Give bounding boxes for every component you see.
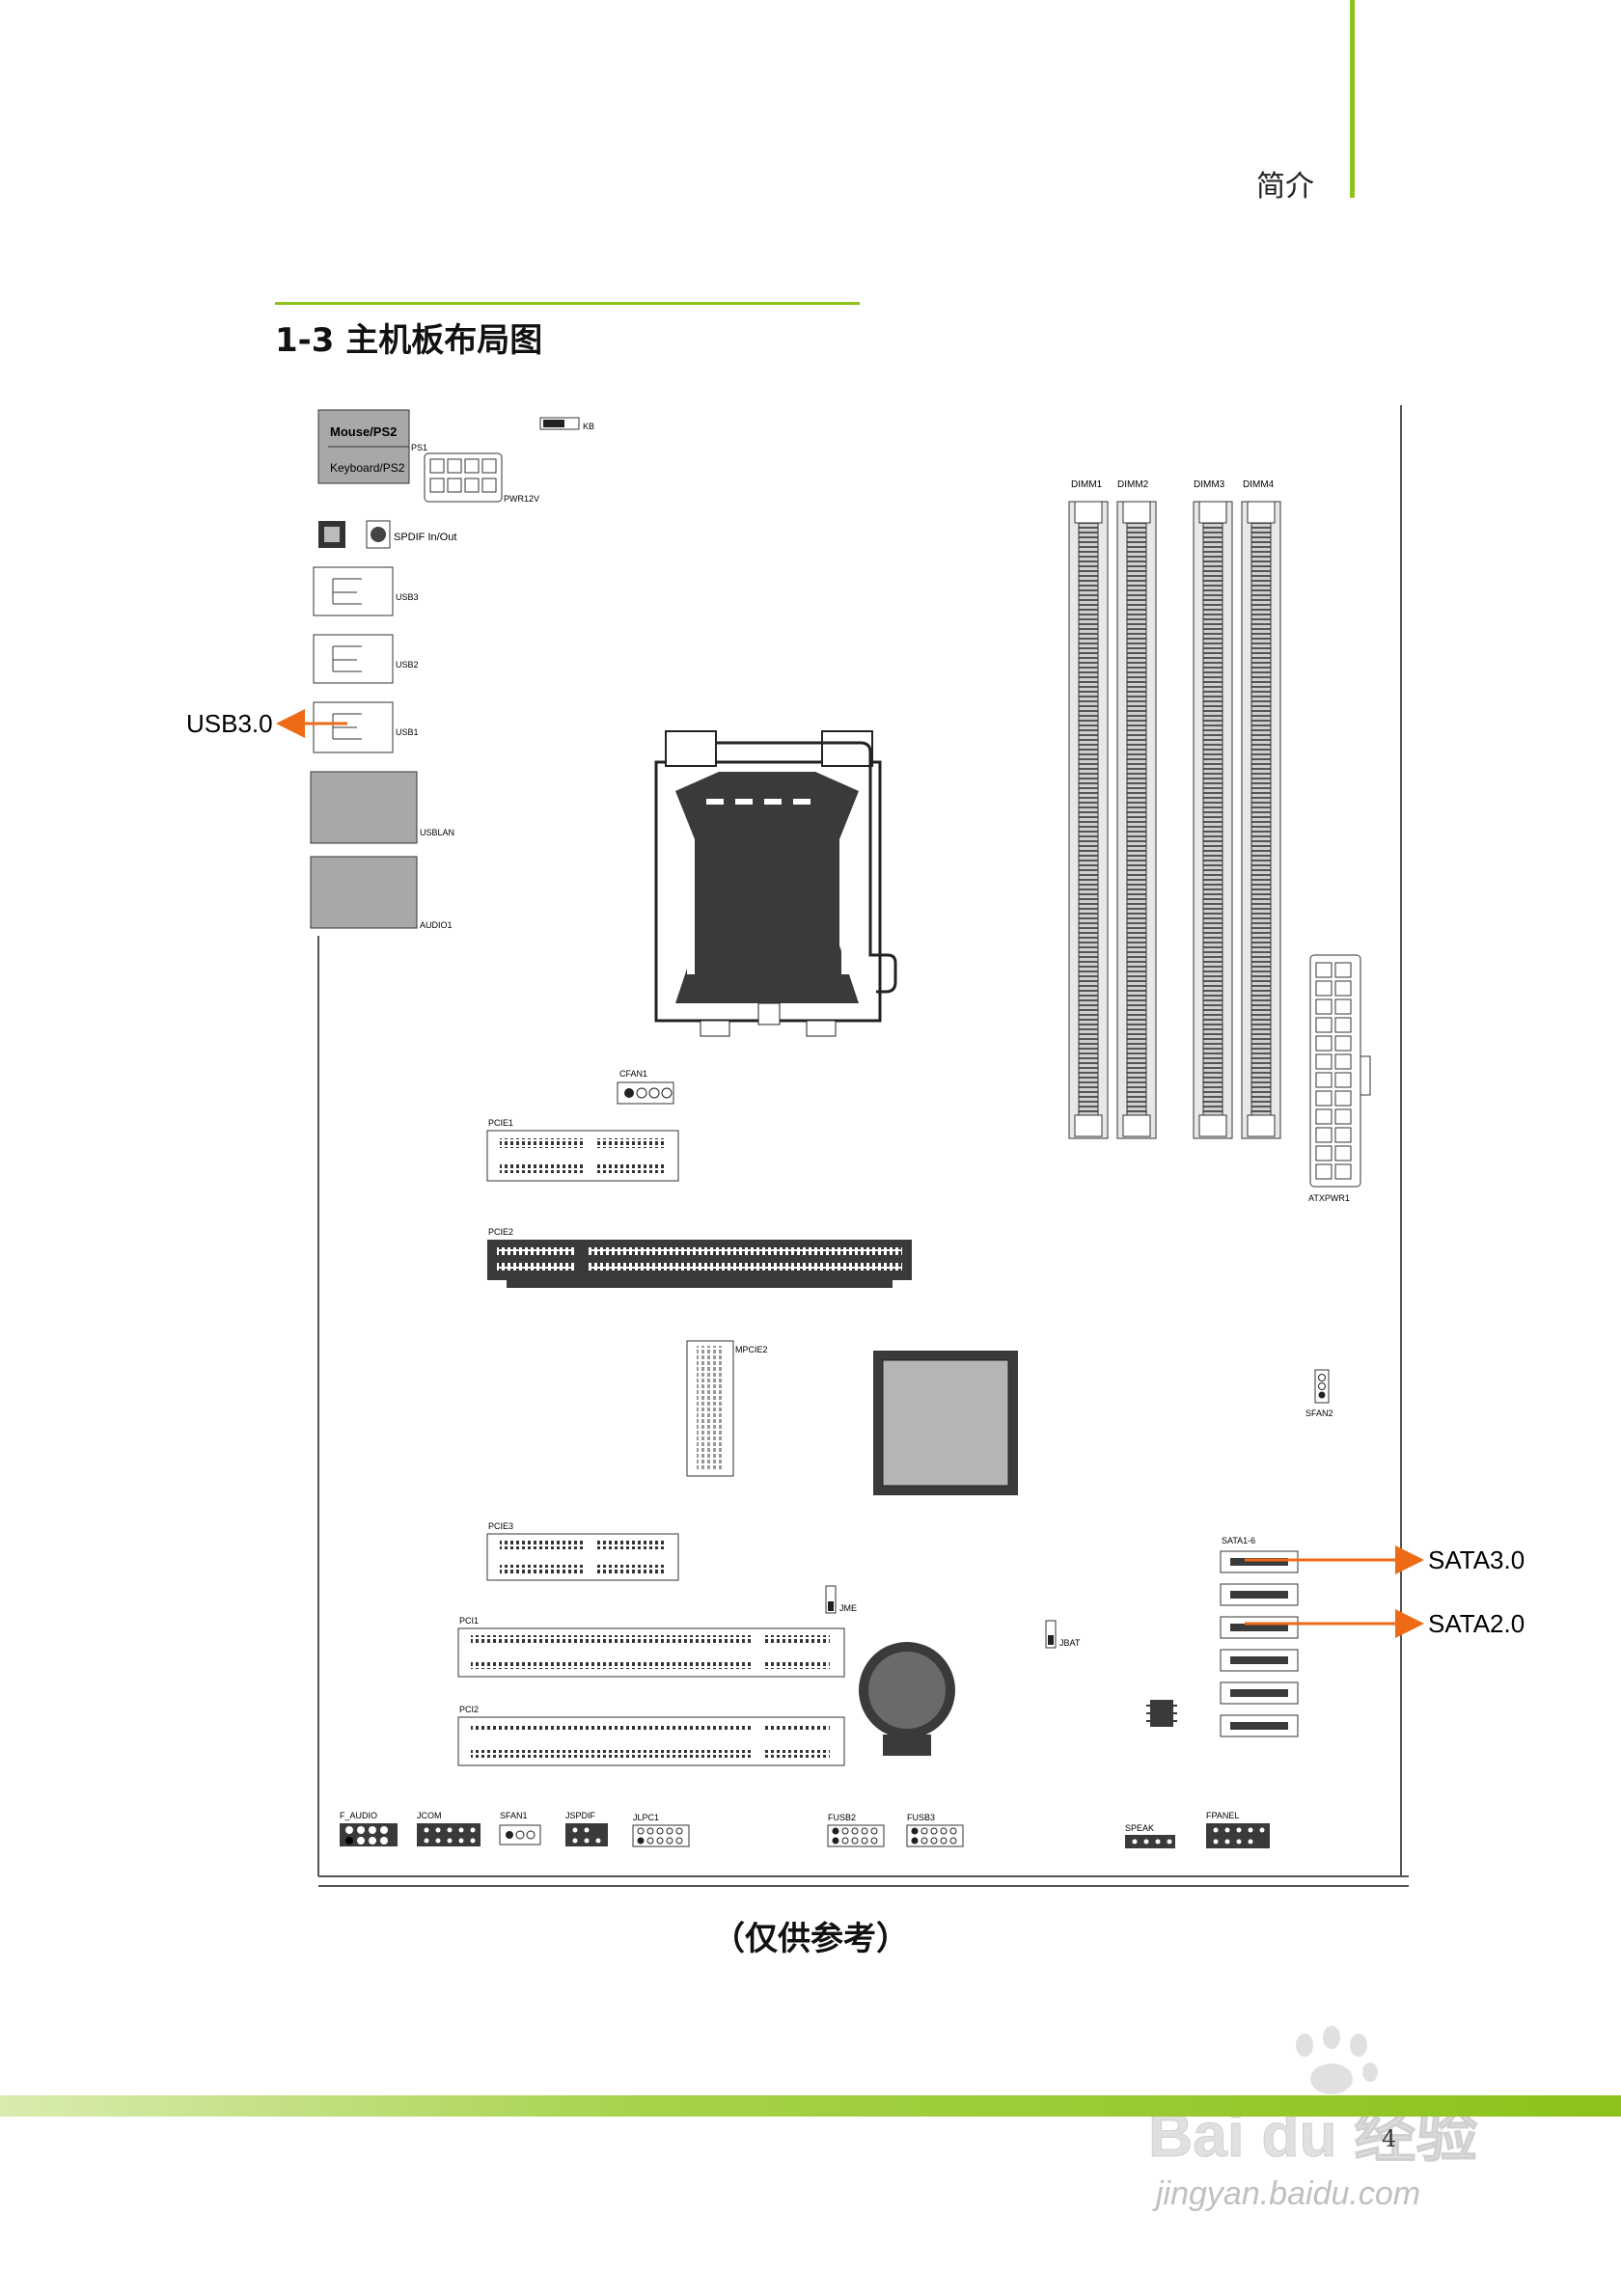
fpanel-label: FPANEL — [1206, 1811, 1239, 1820]
ps1-label: PS1 — [411, 443, 427, 452]
cpu-socket — [654, 730, 897, 1037]
usblan-port: USBLAN — [310, 771, 454, 844]
mpcie2-label: MPCIE2 — [735, 1345, 768, 1354]
sfan2-label: SFAN2 — [1305, 1408, 1333, 1418]
figure-caption: （仅供参考） — [712, 1920, 909, 1958]
section-title: 1-3 主机板布局图 — [275, 321, 543, 360]
bottom-headers: F_AUDIO JCOM SFAN1 JSPDIF JLPC1 — [340, 1811, 1270, 1848]
pci2-slot: PCI2 — [457, 1705, 845, 1766]
board-outline — [317, 405, 1409, 1887]
section-label: 简介 — [1256, 170, 1314, 204]
usb2-label: USB2 — [396, 660, 419, 670]
io-chip — [1146, 1700, 1177, 1727]
pci1-slot: PCI1 — [457, 1616, 845, 1678]
audio1-label: AUDIO1 — [420, 920, 453, 930]
dimm-slot — [1068, 501, 1109, 1139]
cfan1-label: CFAN1 — [619, 1069, 647, 1079]
dimm-slot — [1193, 501, 1233, 1139]
jbat-jumper: JBAT — [1045, 1620, 1081, 1649]
fpanel-header: FPANEL — [1206, 1811, 1270, 1848]
pwr12v-label: PWR12V — [504, 494, 539, 504]
kb-jumper: KB — [539, 417, 594, 431]
sata-port — [1220, 1714, 1299, 1737]
page-number: 4 — [1382, 2125, 1397, 2152]
atxpwr1-label: ATXPWR1 — [1308, 1193, 1350, 1203]
f-audio-header: F_AUDIO — [340, 1811, 398, 1846]
jspdif-label: JSPDIF — [565, 1811, 596, 1820]
fusb3-header: FUSB3 — [906, 1813, 964, 1847]
pwr12v-connector: PWR12V — [424, 452, 539, 504]
sata-port — [1220, 1550, 1299, 1573]
pci2-label: PCI2 — [459, 1705, 479, 1714]
usb30-callout: USB3.0 — [186, 709, 273, 738]
sata-ports: SATA1-6 — [1220, 1536, 1299, 1737]
dimm-slots — [1068, 501, 1281, 1139]
sata20-callout: SATA2.0 — [1428, 1609, 1525, 1638]
jlpc1-label: JLPC1 — [633, 1813, 659, 1822]
sfan1-label: SFAN1 — [500, 1811, 528, 1820]
speak-header: SPEAK — [1125, 1823, 1175, 1848]
sfan2-header: SFAN2 — [1305, 1369, 1333, 1418]
sata-port — [1220, 1616, 1299, 1639]
jspdif-header: JSPDIF — [565, 1811, 608, 1846]
watermark-url: jingyan.baidu.com — [1156, 2175, 1421, 2212]
fusb2-header: FUSB2 — [827, 1813, 885, 1847]
sata-port — [1220, 1583, 1299, 1606]
dimm-slot — [1241, 501, 1281, 1139]
dimm2-label: DIMM2 — [1117, 479, 1149, 490]
audio-ports: AUDIO1 — [310, 856, 453, 930]
usb3-label: USB3 — [396, 592, 419, 602]
callout-arrows — [276, 709, 1424, 1638]
sfan1-header: SFAN1 — [499, 1811, 541, 1845]
fusb3-label: FUSB3 — [907, 1813, 935, 1822]
sata16-label: SATA1-6 — [1222, 1536, 1255, 1545]
kb-label: KB — [583, 422, 594, 431]
header-accent-line — [1350, 0, 1355, 198]
fusb2-label: FUSB2 — [828, 1813, 856, 1822]
usb1-label: USB1 — [396, 727, 419, 737]
title-rule — [275, 302, 860, 305]
chipset — [873, 1351, 1018, 1495]
pcie3-label: PCIE3 — [488, 1521, 513, 1531]
pcie2-slot: PCIE2 — [487, 1227, 912, 1288]
jme-jumper: JME — [825, 1585, 857, 1614]
keyboard-ps2-label: Keyboard/PS2 — [330, 461, 405, 475]
pci1-label: PCI1 — [459, 1616, 479, 1626]
cfan1-header: CFAN1 — [617, 1069, 674, 1105]
sata30-callout: SATA3.0 — [1428, 1545, 1525, 1574]
mouse-ps2-label: Mouse/PS2 — [330, 424, 397, 439]
f-audio-label: F_AUDIO — [340, 1811, 377, 1820]
speak-label: SPEAK — [1125, 1823, 1154, 1833]
jlpc1-header: JLPC1 — [632, 1813, 690, 1847]
cmos-battery — [859, 1642, 955, 1756]
spdif-ports: SPDIF In/Out — [318, 520, 456, 549]
spdif-label: SPDIF In/Out — [394, 532, 456, 543]
dimm1-label: DIMM1 — [1071, 479, 1103, 490]
pcie1-slot: PCIE1 — [486, 1118, 679, 1182]
dimm4-label: DIMM4 — [1243, 479, 1275, 490]
pcie1-label: PCIE1 — [488, 1118, 513, 1128]
pcie2-label: PCIE2 — [488, 1227, 513, 1237]
dimm-slot — [1116, 501, 1157, 1139]
jcom-label: JCOM — [417, 1811, 442, 1820]
footer-gradient-bar — [0, 2095, 1621, 2117]
sata-port — [1220, 1649, 1299, 1672]
usblan-label: USBLAN — [420, 828, 454, 837]
atx-power-connector: ATXPWR1 — [1308, 954, 1371, 1203]
mpcie2-slot: MPCIE2 — [686, 1340, 768, 1477]
jme-label: JME — [839, 1603, 857, 1613]
jcom-header: JCOM — [417, 1811, 481, 1846]
jbat-label: JBAT — [1059, 1638, 1081, 1648]
pcie3-slot: PCIE3 — [486, 1521, 679, 1581]
sata-port — [1220, 1681, 1299, 1705]
ps2-ports: Mouse/PS2 Keyboard/PS2 PS1 — [317, 409, 427, 484]
dimm3-label: DIMM3 — [1194, 479, 1225, 490]
usb-ports — [313, 566, 394, 753]
